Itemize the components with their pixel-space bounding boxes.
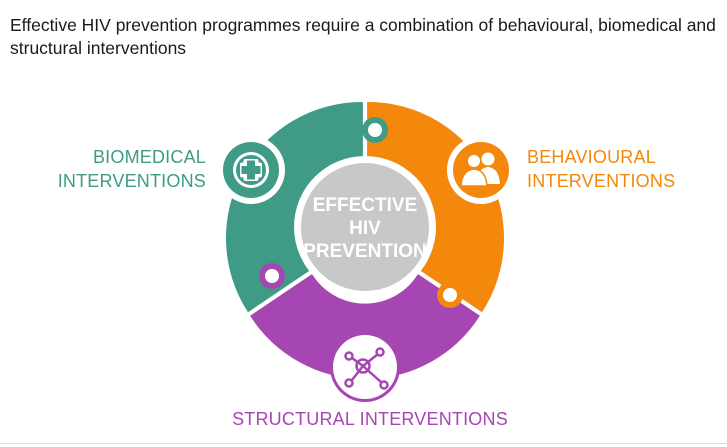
page-title: Effective HIV prevention programmes requ… bbox=[10, 15, 716, 58]
behavioural-label-line2: INTERVENTIONS bbox=[527, 171, 676, 191]
plus-icon bbox=[217, 136, 285, 204]
structural-label: STRUCTURAL INTERVENTIONS bbox=[232, 409, 508, 429]
center-disc bbox=[301, 163, 429, 291]
biomedical-label-line1: BIOMEDICAL bbox=[92, 147, 206, 167]
network-icon bbox=[330, 332, 400, 402]
structural-segment bbox=[250, 274, 480, 380]
behavioural-label-line1: BEHAVIOURAL bbox=[527, 147, 656, 167]
bottom-divider bbox=[0, 443, 727, 444]
center-line-1: EFFECTIVE bbox=[313, 195, 418, 216]
biomedical-label-line2: INTERVENTIONS bbox=[57, 171, 206, 191]
puzzle-knob-left bbox=[259, 263, 285, 289]
center-line-2: HIV bbox=[349, 218, 381, 239]
puzzle-knob-top bbox=[362, 117, 388, 143]
center-line-3: PREVENTION bbox=[303, 241, 427, 262]
behavioural-label: BEHAVIOURAL INTERVENTIONS bbox=[527, 145, 717, 193]
people-icon bbox=[447, 136, 515, 204]
biomedical-label: BIOMEDICAL INTERVENTIONS bbox=[20, 145, 206, 193]
puzzle-knob-right bbox=[437, 282, 463, 308]
